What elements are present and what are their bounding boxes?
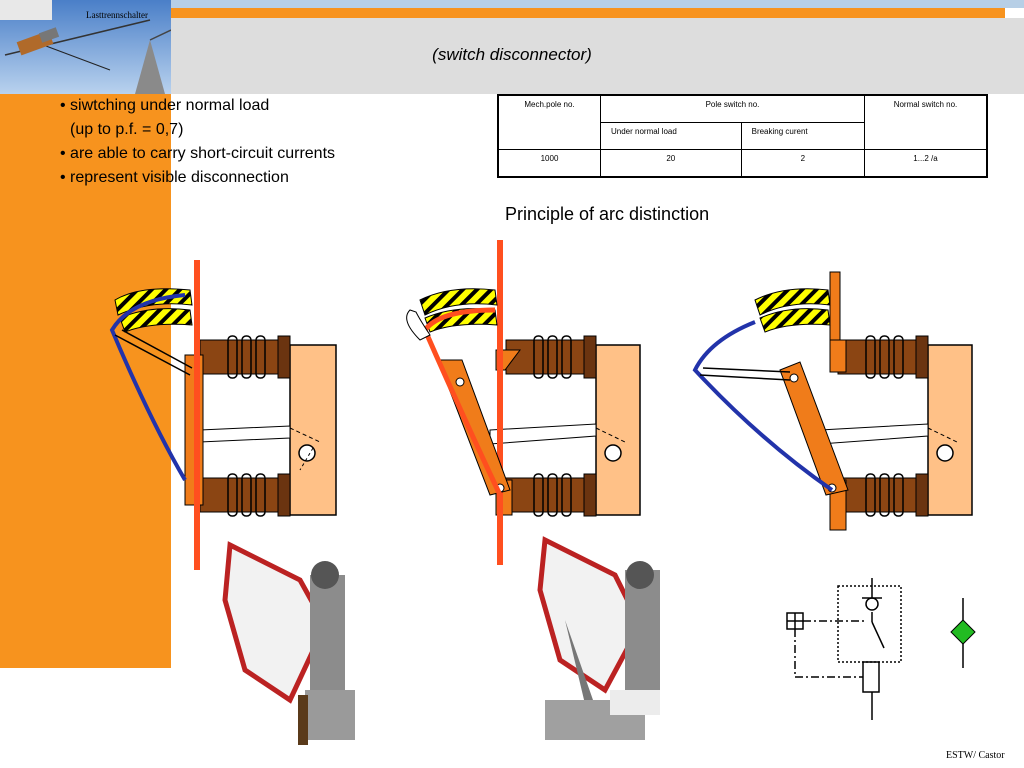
table-cell: 2 (740, 149, 866, 178)
left-lower-background (0, 668, 171, 768)
switch-photo-1 (204, 530, 364, 745)
table-header-normal-switch: Normal switch no. (864, 94, 988, 150)
bullet-item-continuation: (up to p.f. = 0,7) (70, 121, 184, 138)
header-photo (0, 0, 171, 94)
green-diamond-icon (950, 598, 976, 668)
switch-photo-2 (520, 530, 675, 748)
switch-numbers-table: Mech.pole no. Pole switch no. Normal swi… (497, 94, 988, 178)
table-header-mech-pole: Mech.pole no. (497, 94, 601, 150)
table-subheader-breaking: Breaking curent (740, 122, 866, 150)
bullet-item: • represent visible disconnection (60, 169, 289, 186)
switch-disconnector-symbol-icon (786, 578, 902, 720)
page-subtitle: (switch disconnector) (432, 45, 592, 64)
table-cell: 1...2 /a (864, 149, 988, 178)
footer-credit: ESTW/ Castor (946, 750, 1005, 761)
arc-diagram-open (692, 271, 973, 531)
bullet-item: • are able to carry short-circuit curren… (60, 145, 336, 162)
table-header-pole-switch: Pole switch no. (600, 94, 865, 123)
arc-distinction-title: Principle of arc distinction (505, 204, 710, 224)
bullet-list: • siwtching under normal load (up to p.f… (60, 94, 440, 190)
bullet-item: • siwtching under normal load (60, 97, 270, 114)
arc-diagram-closed (109, 260, 337, 570)
photo-caption: Lasttrennschalter (86, 10, 148, 20)
top-strip (171, 0, 1024, 8)
arc-diagram-opening (406, 240, 641, 565)
left-accent-band (0, 0, 171, 768)
top-accent-line (171, 8, 1005, 18)
table-row: 1000 20 2 1...2 /a (497, 149, 988, 178)
table-cell: 20 (600, 149, 742, 178)
table-cell: 1000 (497, 149, 601, 178)
